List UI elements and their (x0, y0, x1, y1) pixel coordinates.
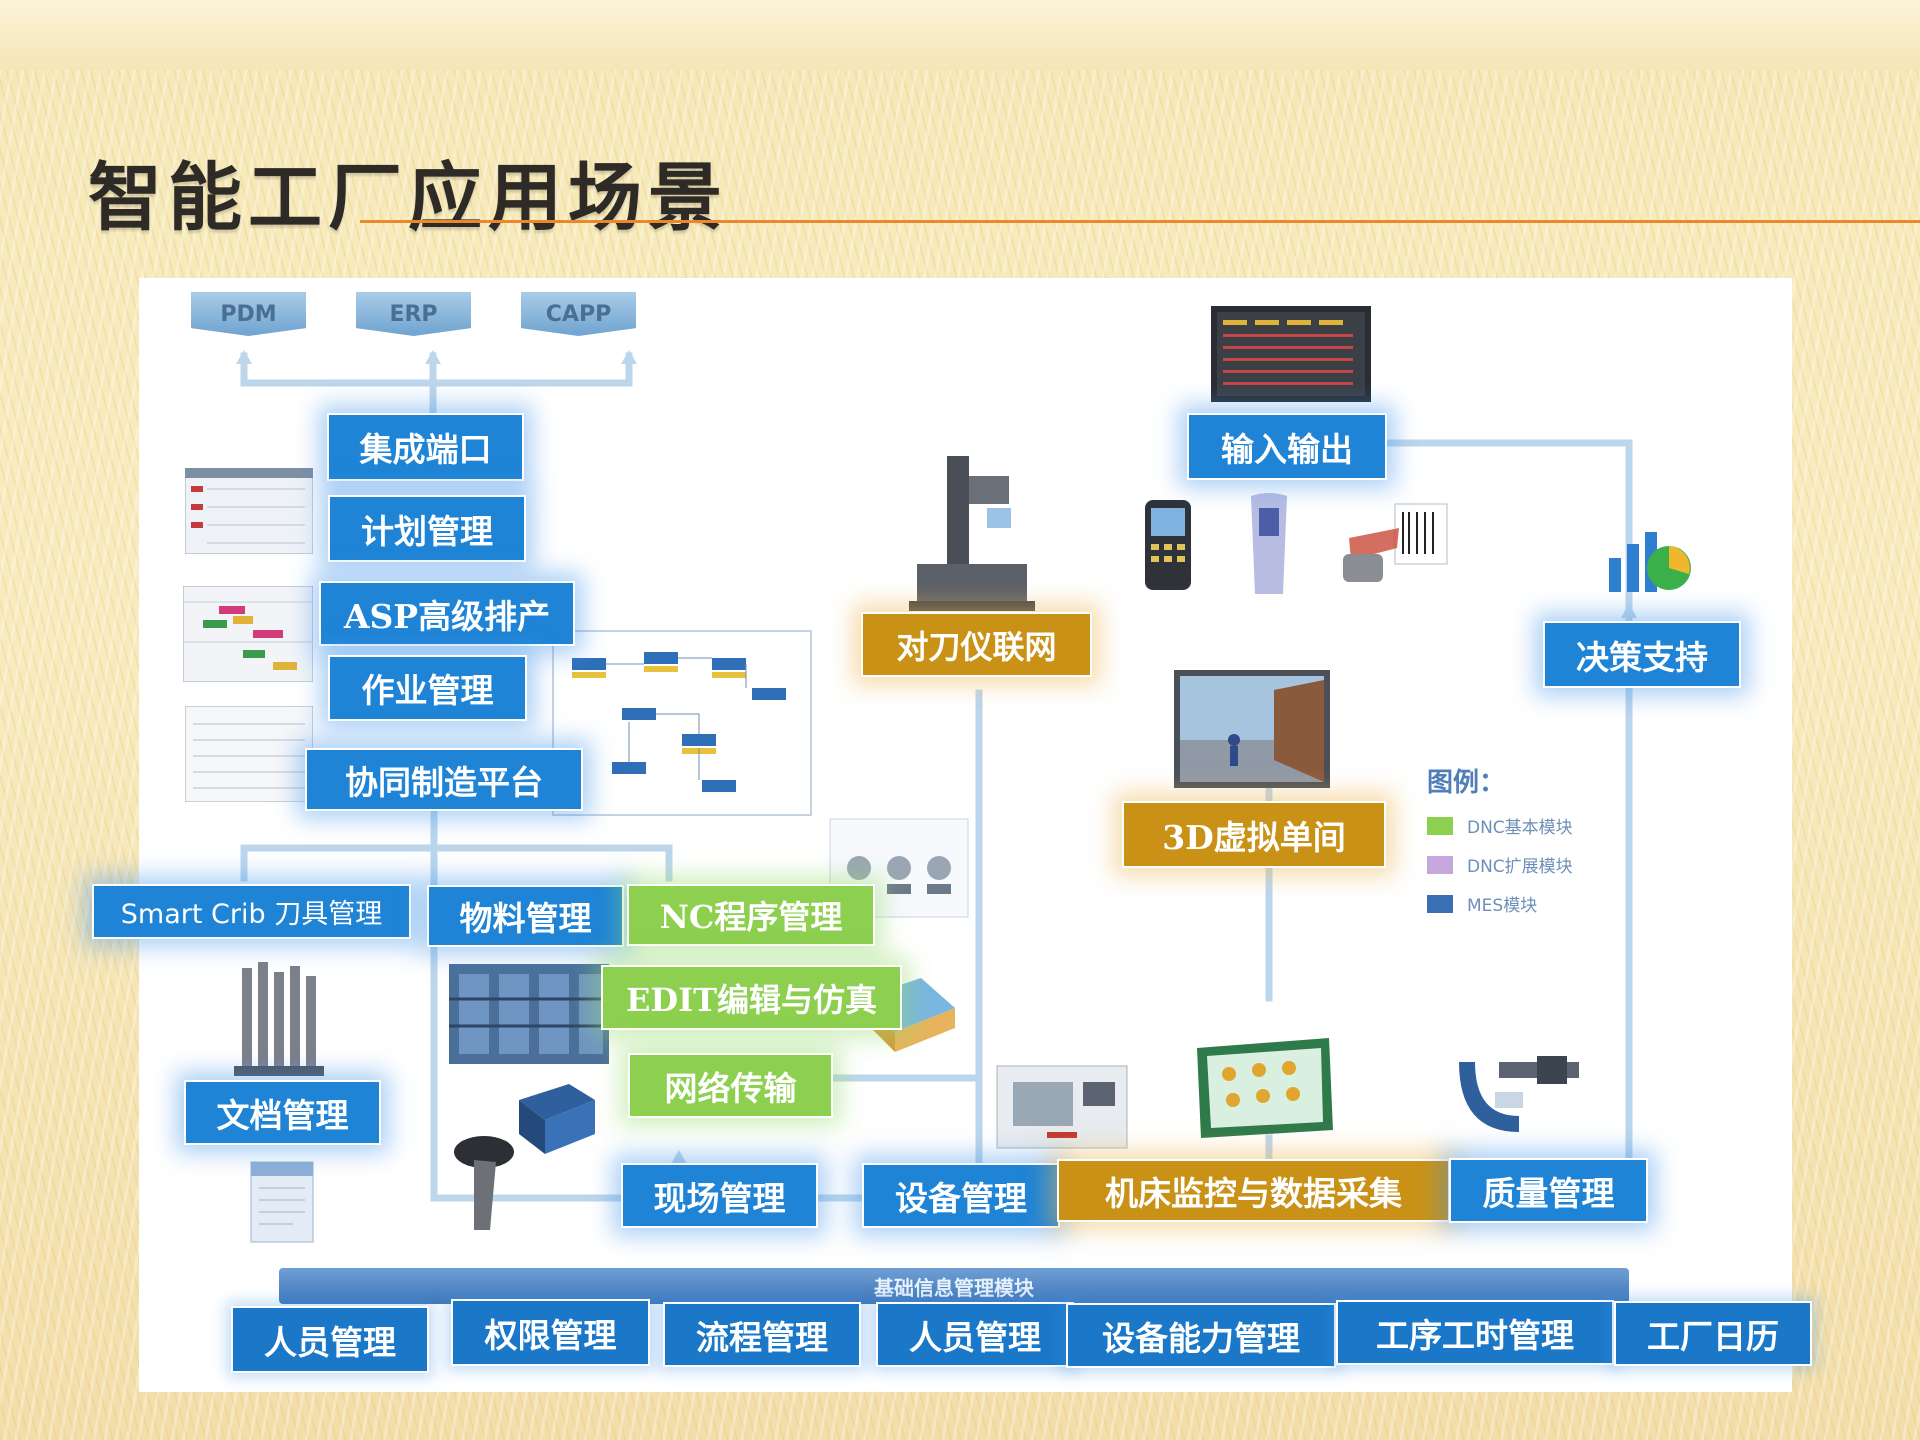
module-material-management: 物料管理 (427, 885, 624, 947)
system-pdm: PDM (191, 292, 306, 336)
module-asp-scheduling: ASP高级排产 (319, 581, 575, 646)
gantt-screenshot-image (183, 586, 313, 682)
legend-label: DNC扩展模块 (1467, 857, 1573, 877)
decision-chart-image (1609, 532, 1691, 592)
module-nc-program-management: NC程序管理 (627, 884, 875, 946)
legend-item-dnc-basic: DNC基本模块 (1427, 813, 1607, 838)
mes-swatch (1427, 894, 1453, 913)
module-network-transfer: 网络传输 (628, 1053, 833, 1118)
kiosk-terminal-image (1251, 493, 1287, 594)
module-decision-support: 决策支持 (1543, 621, 1741, 688)
base-module-equipment-capacity: 设备能力管理 (1066, 1303, 1336, 1368)
module-document-management: 文档管理 (184, 1080, 381, 1145)
module-io: 输入输出 (1187, 413, 1387, 480)
legend-item-mes: MES模块 (1427, 891, 1607, 916)
module-plan-management: 计划管理 (328, 495, 526, 562)
title-underline (360, 220, 1920, 223)
module-quality-management: 质量管理 (1449, 1158, 1648, 1223)
legend-item-dnc-extended: DNC扩展模块 (1427, 852, 1607, 877)
top-band (0, 0, 1920, 70)
base-module-personnel-2: 人员管理 (876, 1302, 1074, 1367)
module-field-management: 现场管理 (621, 1163, 818, 1228)
base-module-factory-calendar: 工厂日历 (1614, 1301, 1812, 1366)
monitoring-board-image (1197, 1038, 1333, 1138)
module-equipment-management: 设备管理 (862, 1163, 1060, 1228)
legend: 图例： DNC基本模块 DNC扩展模块 MES模块 (1427, 762, 1607, 930)
dnc-extended-swatch (1427, 855, 1453, 874)
scanner-terminal-image (1145, 500, 1191, 590)
module-job-management: 作业管理 (328, 655, 527, 721)
base-module-process-hours: 工序工时管理 (1336, 1300, 1614, 1365)
system-erp: ERP (356, 292, 471, 336)
warehouse-image (449, 964, 609, 1064)
document-image (250, 1161, 314, 1243)
virtual-workshop-image (1174, 670, 1330, 788)
legend-label: DNC基本模块 (1467, 818, 1573, 838)
base-module-workflow: 流程管理 (663, 1302, 861, 1367)
module-virtual-3d-workshop: 3D虚拟单间 (1122, 801, 1386, 868)
form-screenshot-image (185, 706, 313, 802)
module-smart-crib: Smart Crib 刀具管理 (92, 884, 411, 939)
cnc-machine-image (996, 1065, 1128, 1149)
legend-label: MES模块 (1467, 896, 1538, 916)
module-integration-port: 集成端口 (327, 413, 524, 481)
barcode-reader-image (1343, 503, 1448, 582)
micrometer-image (1459, 1056, 1579, 1132)
slide-title: 智能工厂应用场景 (88, 155, 728, 241)
module-collab-platform: 协同制造平台 (305, 748, 583, 811)
base-module-permissions: 权限管理 (451, 1299, 650, 1366)
base-info-bar: 基础信息管理模块 (279, 1268, 1629, 1304)
dnc-basic-swatch (1427, 816, 1453, 835)
dashboard-screen-image (1211, 306, 1371, 402)
handheld-scanner-image (454, 1136, 514, 1230)
module-machine-monitoring: 机床监控与数据采集 (1057, 1159, 1450, 1222)
module-edit-simulation: EDIT编辑与仿真 (601, 965, 902, 1030)
module-tool-presetter-network: 对刀仪联网 (861, 612, 1092, 677)
system-capp: CAPP (521, 292, 636, 336)
serial-gateway-image (519, 1084, 595, 1154)
workflow-diagram-image (552, 630, 812, 816)
base-module-personnel: 人员管理 (231, 1306, 429, 1373)
tool-storage-image (234, 962, 324, 1076)
tool-presetter-image (909, 456, 1035, 611)
legend-title: 图例： (1427, 768, 1506, 798)
plan-screenshot-image (185, 468, 313, 554)
